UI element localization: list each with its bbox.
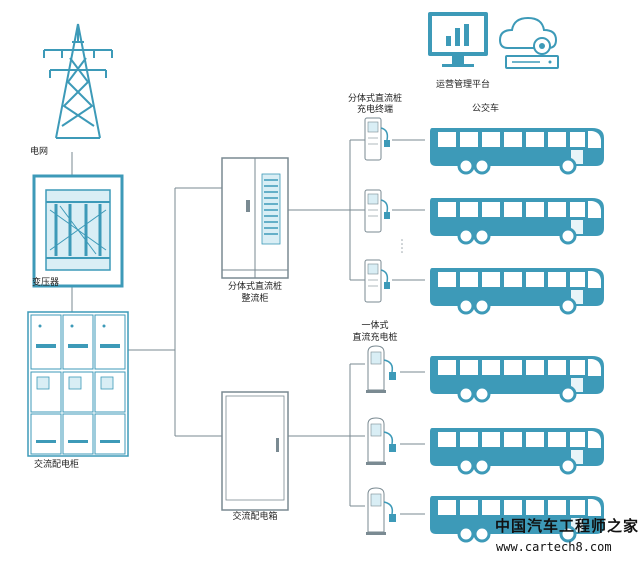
ac-box-label: 交流配电箱: [232, 512, 278, 522]
ac-cabinet-icon: [27, 311, 129, 457]
watermark-brand: 中国汽车工程师之家: [495, 517, 640, 535]
transformer-label: 变压器: [32, 278, 60, 288]
power-tower-icon: [43, 23, 113, 139]
bus-label: 公交车: [472, 104, 500, 114]
bus-2-icon: [428, 196, 606, 245]
transformer-icon: [32, 174, 124, 288]
bus-5-icon: [428, 426, 606, 475]
integrated-charger-label-2: 直流充电桩: [352, 333, 398, 343]
cloud-server-icon: [498, 16, 559, 69]
split-terminal-label-2: 充电终端: [356, 105, 393, 115]
split-terminal-3-icon: [364, 259, 391, 303]
ellipsis-dots: [401, 239, 403, 253]
integrated-charger-1-icon: [365, 345, 397, 394]
rectifier-cabinet-icon: [221, 157, 289, 279]
bus-4-icon: [428, 354, 606, 403]
connection-lines: [71, 139, 425, 515]
split-terminal-label-1: 分体式直流桩: [347, 94, 402, 104]
split-terminal-2-icon: [364, 189, 391, 233]
grid-label: 电网: [30, 147, 49, 157]
platform-label: 运营管理平台: [436, 80, 491, 90]
rectifier-label-2: 整流柜: [241, 294, 269, 304]
ac-box-icon: [221, 391, 289, 511]
bus-3-icon: [428, 266, 606, 315]
rectifier-label-1: 分体式直流桩: [227, 282, 282, 292]
watermark-url: www.cartech8.com: [496, 540, 612, 554]
split-terminal-1-icon: [364, 117, 391, 161]
monitor-icon: [428, 12, 488, 67]
integrated-charger-label-1: 一体式: [361, 321, 389, 331]
integrated-charger-2-icon: [365, 417, 397, 466]
ac-cabinet-label: 交流配电柜: [34, 460, 80, 470]
bus-1-icon: [428, 126, 606, 175]
integrated-charger-3-icon: [365, 487, 397, 536]
